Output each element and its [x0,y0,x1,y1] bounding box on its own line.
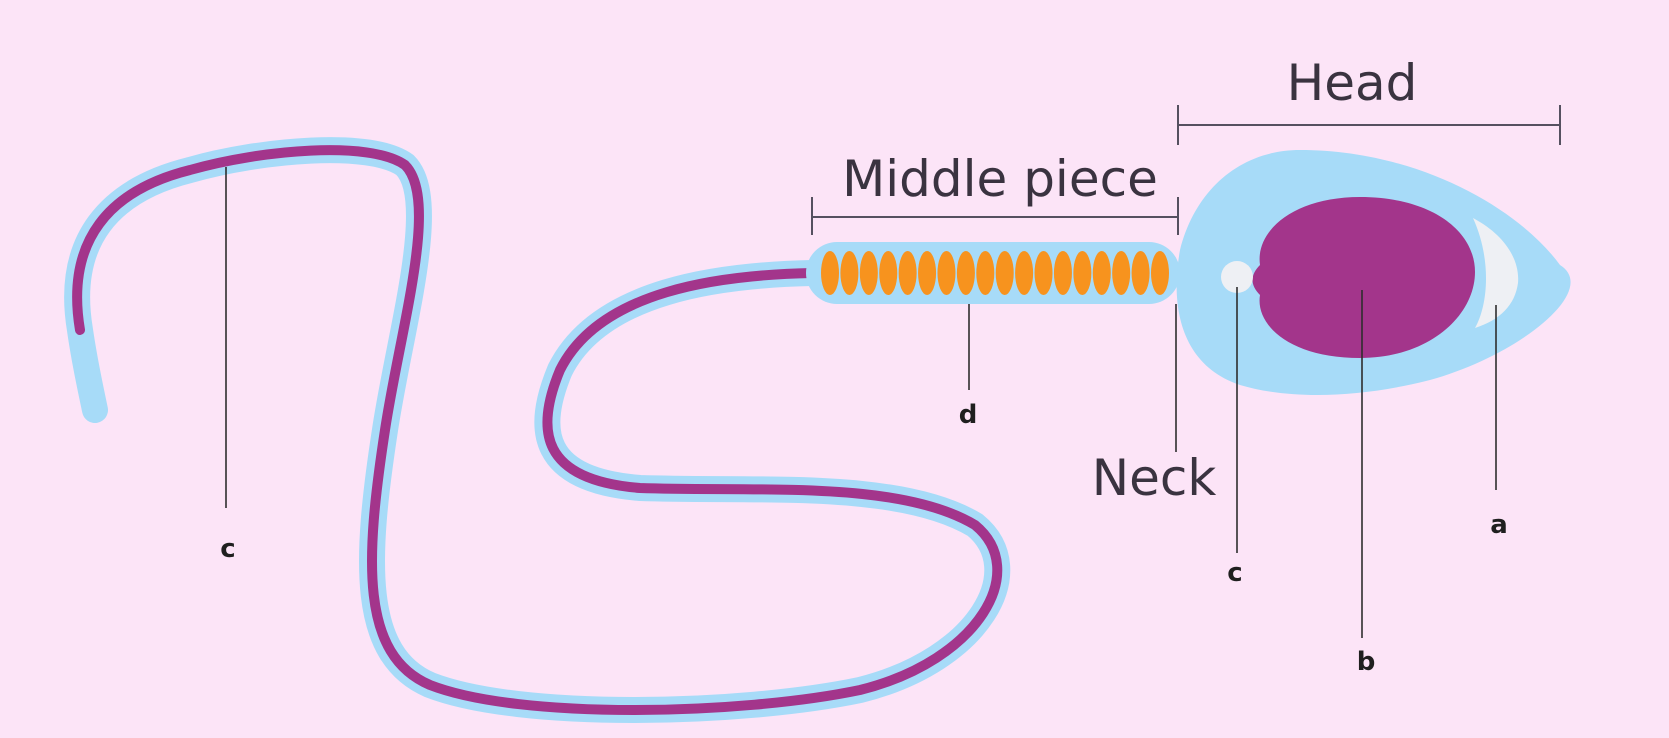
label-b: b [1357,647,1376,677]
mitochondrion [821,251,839,295]
mitochondrion [937,251,956,295]
middle-piece-label: Middle piece [842,150,1158,208]
mitochondrion [1053,251,1072,295]
label-tail: c [220,534,235,564]
mitochondrion [918,251,937,295]
mitochondrion [1151,251,1169,295]
mitochondrion [1092,251,1111,295]
tail-axoneme [72,145,1003,715]
mitochondrion [995,251,1014,295]
middle-piece-bracket [811,197,1179,235]
mitochondrion [1073,251,1092,295]
mitochondrion [1131,251,1150,295]
label-a: a [1490,510,1508,540]
head-label: Head [1287,54,1418,112]
mitochondrion [1015,251,1034,295]
mitochondrion [898,251,917,295]
neck-label: Neck [1092,449,1217,507]
mitochondria-group [821,251,1169,295]
head-bracket [1177,105,1561,145]
label-c-centriole: c [1227,558,1242,588]
label-d: d [959,400,978,430]
mitochondrion [1112,251,1131,295]
centriole [1221,261,1253,293]
mitochondrion [859,251,878,295]
mitochondrion [976,251,995,295]
mitochondrion [879,251,898,295]
mitochondrion [840,251,859,295]
acrosome [1473,218,1519,328]
mitochondrion [956,251,975,295]
mitochondrion [1034,251,1053,295]
tail-membrane [64,137,1011,723]
nucleus [1252,197,1475,358]
